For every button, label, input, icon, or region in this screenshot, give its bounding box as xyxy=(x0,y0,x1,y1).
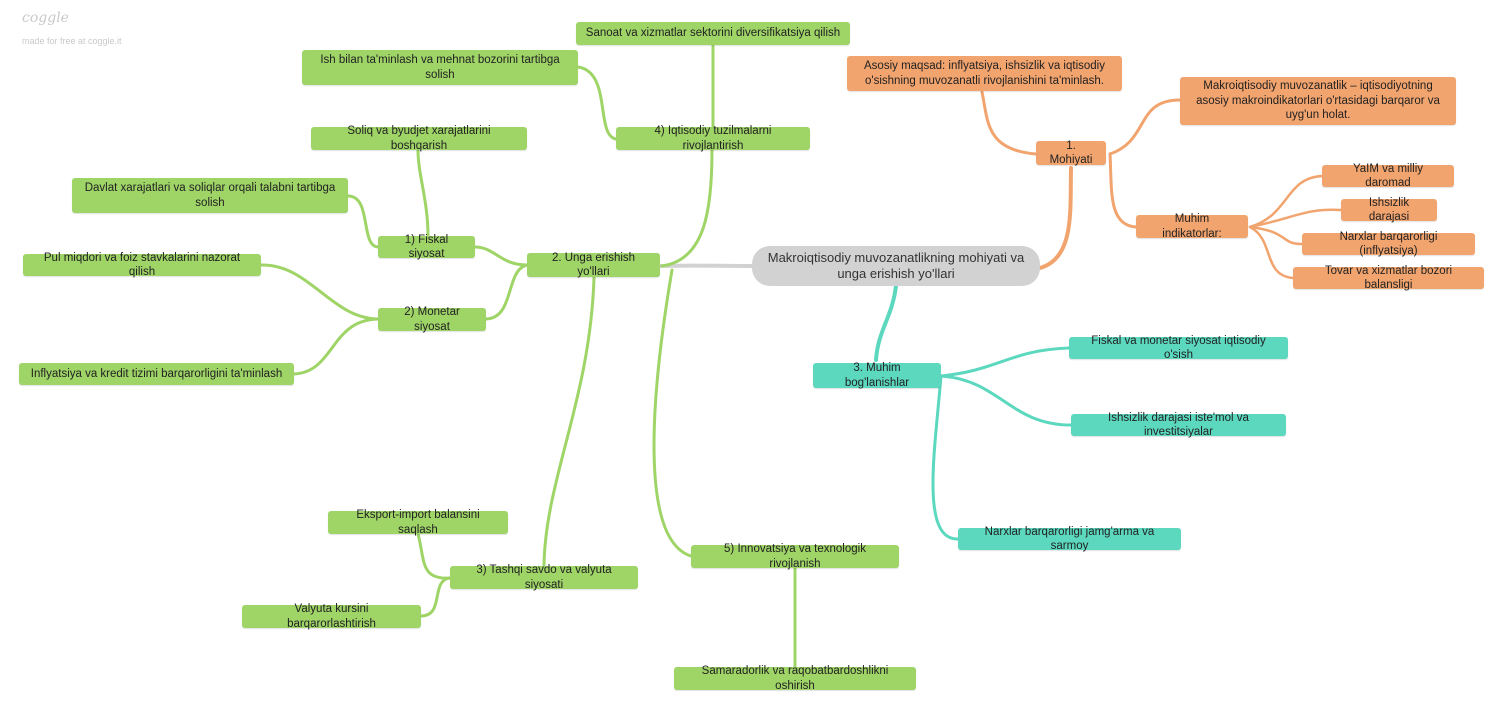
link-fiskal-soliq xyxy=(416,148,430,238)
link-mohiyati-tarif xyxy=(1108,98,1182,156)
root-topic[interactable]: Makroiqtisodiy muvozanatlikning mohiyati… xyxy=(752,246,1040,286)
innovatsiya-item-samaradorlik[interactable]: Samaradorlik va raqobatbardoshlikni oshi… xyxy=(674,665,916,692)
fiskal-item-soliq[interactable]: Soliq va byudjet xarajatlarini boshqaris… xyxy=(311,125,527,152)
monetar-item-inflyatsiya[interactable]: Inflyatsiya va kredit tizimi barqarorlig… xyxy=(19,363,294,385)
branch-erishish-yollari[interactable]: 2. Unga erishish yo'llari xyxy=(527,252,660,278)
link-root-boglanish xyxy=(874,284,898,362)
indikator-item-inflyatsiya[interactable]: Narxlar barqarorligi (inflyatsiya) xyxy=(1302,231,1475,257)
link-yollari-fiskal xyxy=(473,245,529,267)
link-root-mohiyati xyxy=(1038,166,1073,270)
boglanish-item-narxlar[interactable]: Narxlar barqarorligi jamg'arma va sarmoy xyxy=(958,526,1181,552)
tashqi-item-eksport[interactable]: Eksport-import balansini saqlash xyxy=(328,509,508,536)
tashqi-item-valyuta[interactable]: Valyuta kursini barqarorlashtirish xyxy=(242,603,421,630)
mohiyati-tarif[interactable]: Makroiqtisodiy muvozanatlik – iqtisodiyo… xyxy=(1180,77,1456,125)
link-bog-fiskal xyxy=(939,346,1071,378)
mohiyati-asosiy-maqsad[interactable]: Asosiy maqsad: inflyatsiya, ishsizlik va… xyxy=(847,56,1122,91)
indikator-item-ishsizlik[interactable]: Ishsizlik darajasi xyxy=(1341,197,1437,223)
link-monetar-pul xyxy=(259,263,380,321)
link-bog-ishsizlik xyxy=(939,374,1073,427)
link-ind-bozor xyxy=(1248,225,1295,280)
coggle-logo: coggle xyxy=(22,10,69,26)
link-ind-yaim xyxy=(1248,174,1324,229)
monetar-item-pul[interactable]: Pul miqdori va foiz stavkalarini nazorat… xyxy=(23,252,261,278)
link-mohiyati-indikatorlar xyxy=(1108,152,1138,229)
tuzilma-rivojlantirish[interactable]: 4) Iqtisodiy tuzilmalarni rivojlantirish xyxy=(616,125,810,152)
link-ind-ishsizlik xyxy=(1248,208,1343,229)
link-mohiyati-maqsad xyxy=(980,90,1038,156)
mohiyati-indikatorlar[interactable]: Muhim indikatorlar: xyxy=(1136,213,1248,240)
boglanish-item-fiskal[interactable]: Fiskal va monetar siyosat iqtisodiy o'si… xyxy=(1069,335,1288,361)
link-yollari-innovatsiya xyxy=(652,268,693,558)
innovatsiya-rivojlanish[interactable]: 5) Innovatsiya va texnologik rivojlanish xyxy=(691,543,899,570)
link-fiskal-talab xyxy=(346,194,380,249)
link-bog-narxlar xyxy=(931,374,960,541)
link-yollari-monetar xyxy=(484,263,529,321)
tuzilma-item-mehnat[interactable]: Ish bilan ta'minlash va mehnat bozorini … xyxy=(302,50,578,85)
tuzilma-item-diversifikatsiya[interactable]: Sanoat va xizmatlar sektorini diversifik… xyxy=(576,22,850,45)
boglanish-item-ishsizlik[interactable]: Ishsizlik darajasi iste'mol va investits… xyxy=(1071,412,1286,438)
link-yollari-tuzilma xyxy=(660,148,714,268)
link-monetar-inflyatsiya xyxy=(292,317,380,376)
coggle-watermark: coggle made for free at coggle.it xyxy=(22,10,122,46)
branch-mohiyati[interactable]: 1. Mohiyati xyxy=(1036,140,1106,166)
tashqi-savdo-siyosati[interactable]: 3) Tashqi savdo va valyuta siyosati xyxy=(450,564,638,591)
link-yollari-tashqi xyxy=(542,276,596,568)
coggle-credit: made for free at coggle.it xyxy=(22,36,122,46)
monetar-siyosat[interactable]: 2) Monetar siyosat xyxy=(378,306,486,333)
indikator-item-bozor[interactable]: Tovar va xizmatlar bozori balansligi xyxy=(1293,265,1484,291)
link-tashqi-valyuta xyxy=(419,576,452,618)
link-tashqi-eksport xyxy=(416,532,452,580)
indikator-item-yaim[interactable]: YaIM va milliy daromad xyxy=(1322,163,1454,189)
branch-boglanishlar[interactable]: 3. Muhim bog'lanishlar xyxy=(813,362,941,389)
fiskal-siyosat[interactable]: 1) Fiskal siyosat xyxy=(378,234,475,260)
fiskal-item-talab[interactable]: Davlat xarajatlari va soliqlar orqali ta… xyxy=(72,178,348,213)
link-ind-inflyatsiya xyxy=(1248,225,1304,246)
link-tuzilma-mehnat xyxy=(576,65,618,141)
